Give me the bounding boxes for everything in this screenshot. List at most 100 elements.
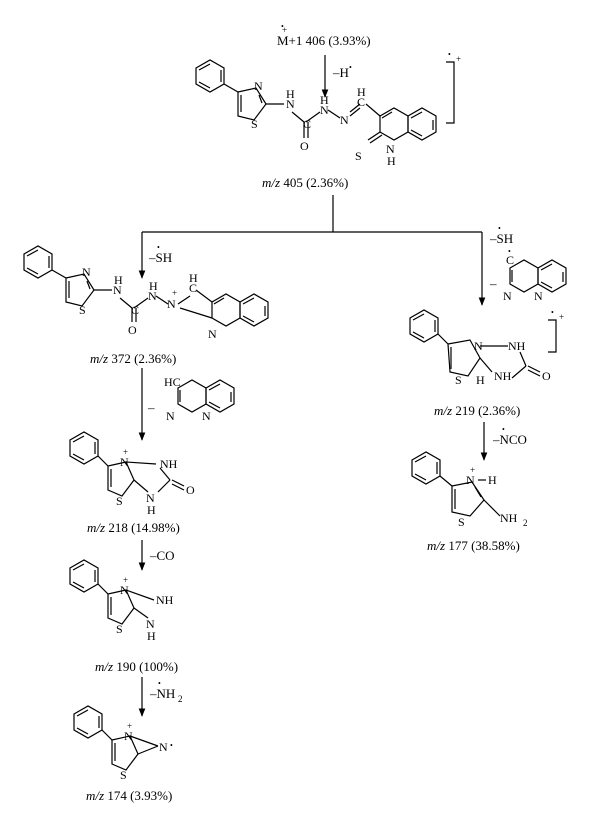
radical-dot: • bbox=[508, 247, 511, 256]
bracket-charge: + bbox=[456, 54, 461, 64]
atom-n: N bbox=[320, 103, 329, 117]
mz-percent: (2.36%) bbox=[478, 403, 521, 418]
mz-label-177: m/z 177 (38.58%) bbox=[427, 538, 520, 553]
loss-h-label: –H bbox=[332, 65, 349, 80]
atom-n: N bbox=[466, 473, 475, 487]
atom-n: N bbox=[120, 583, 129, 597]
phenyl-ring-405 bbox=[195, 59, 225, 93]
atom-n: N bbox=[503, 289, 512, 303]
atom-s: S bbox=[251, 117, 258, 131]
mz-percent: (14.98%) bbox=[131, 520, 180, 535]
mz-label-218: m/z 218 (14.98%) bbox=[87, 520, 180, 535]
atom-h: H bbox=[488, 473, 497, 487]
atom-n: N bbox=[386, 142, 395, 156]
mz-prefix: m/z bbox=[262, 175, 281, 190]
radical-dot: • bbox=[170, 741, 173, 750]
mz-value: 190 bbox=[116, 659, 136, 674]
plus-sign: + bbox=[123, 447, 128, 457]
atom-n: N bbox=[148, 289, 157, 303]
atom-n: N bbox=[167, 297, 176, 311]
atom-nh: NH bbox=[494, 369, 512, 383]
atom-h: H bbox=[476, 373, 485, 387]
quinoline-loss-left: – HC N N bbox=[147, 375, 235, 423]
radical-cation-marker: + bbox=[282, 25, 287, 35]
atom-n: N bbox=[534, 289, 543, 303]
atom-c: C bbox=[131, 303, 139, 317]
atom-n: N bbox=[124, 729, 133, 743]
structure-174: N + S N • bbox=[73, 705, 173, 782]
atom-hc: HC bbox=[164, 375, 181, 389]
loss-sh-left-dot: • bbox=[157, 243, 160, 252]
mz-value: 218 bbox=[108, 520, 128, 535]
atom-s: S bbox=[458, 515, 465, 529]
atom-c: C bbox=[506, 253, 514, 267]
mz-percent: (100%) bbox=[139, 659, 179, 674]
atom-nh: NH bbox=[160, 457, 178, 471]
mz-prefix: m/z bbox=[87, 520, 106, 535]
mz-label-405: m/z 405 (2.36%) bbox=[262, 175, 348, 190]
loss-quinoline-right: – bbox=[489, 276, 497, 291]
atom-c: C bbox=[357, 95, 365, 109]
plus-sign: + bbox=[127, 721, 132, 731]
loss-sh-right-dot: • bbox=[498, 224, 501, 233]
atom-n: N bbox=[208, 327, 217, 341]
atom-h: H bbox=[357, 85, 366, 99]
loss-h-dot: • bbox=[349, 63, 352, 72]
mz-percent: (2.36%) bbox=[134, 351, 177, 366]
mz-percent: (3.93%) bbox=[130, 788, 173, 803]
benzo-ring-372 bbox=[239, 293, 269, 327]
atom-nh2-subscript: 2 bbox=[523, 518, 528, 528]
bracket-radical: • bbox=[448, 50, 451, 59]
structure-190: N + S NH N H bbox=[69, 559, 174, 643]
atom-o: O bbox=[128, 323, 137, 337]
structure-218: N + S NH N H O bbox=[69, 431, 195, 517]
mz-value: 174 bbox=[107, 788, 127, 803]
loss-co: –CO bbox=[149, 548, 175, 563]
parent-ion-header: M+1 406 (3.93%) + • bbox=[277, 22, 371, 48]
atom-n: N bbox=[202, 409, 211, 423]
mz-value: 177 bbox=[448, 538, 468, 553]
atom-h: H bbox=[189, 271, 198, 285]
mz-value: 372 bbox=[111, 351, 131, 366]
atom-s: S bbox=[79, 303, 86, 317]
atom-n: N bbox=[159, 740, 168, 754]
mz-value: 405 bbox=[283, 175, 303, 190]
mz-prefix: m/z bbox=[95, 659, 114, 674]
atom-n: N bbox=[474, 339, 483, 353]
mz-percent: (2.36%) bbox=[306, 175, 349, 190]
structure-405: + • N S N H O C N H N C H N H S bbox=[195, 50, 461, 168]
mz-label-190: m/z 190 (100%) bbox=[95, 659, 178, 674]
parent-ion-label: M+1 406 (3.93%) bbox=[277, 33, 371, 48]
mz-prefix: m/z bbox=[90, 351, 109, 366]
loss-nco: –NCO bbox=[492, 432, 527, 447]
atom-n: N bbox=[120, 455, 129, 469]
structure-219: + • N NH S H NH O bbox=[409, 308, 564, 387]
loss-sh-left: –SH bbox=[148, 250, 172, 265]
mz-prefix: m/z bbox=[434, 403, 453, 418]
atom-c: C bbox=[303, 117, 311, 131]
atom-s: S bbox=[116, 622, 123, 636]
mz-prefix: m/z bbox=[86, 788, 105, 803]
atom-n: N bbox=[254, 79, 263, 93]
atom-n: N bbox=[286, 97, 295, 111]
atom-c: C bbox=[189, 281, 197, 295]
benzo-ring-405 bbox=[407, 107, 437, 141]
atom-nh2: NH bbox=[500, 511, 518, 525]
loss-nh2: –NH bbox=[149, 686, 175, 701]
loss-nco-dot: • bbox=[502, 425, 505, 434]
atom-h: H bbox=[147, 503, 156, 517]
atom-n: N bbox=[146, 491, 155, 505]
structure-177: N + H S NH 2 bbox=[411, 451, 528, 529]
mz-value: 219 bbox=[455, 403, 475, 418]
plus-sign: + bbox=[470, 465, 475, 475]
atom-h: H bbox=[149, 279, 158, 293]
atom-n: N bbox=[113, 283, 122, 297]
loss-nh2-subscript: 2 bbox=[178, 694, 183, 704]
atom-s: S bbox=[116, 494, 123, 508]
thiazole-ring-405 bbox=[237, 87, 267, 121]
mz-prefix: m/z bbox=[427, 538, 446, 553]
atom-s: S bbox=[455, 373, 462, 387]
atom-n: N bbox=[146, 617, 155, 631]
radical-bracket-405 bbox=[446, 61, 455, 124]
